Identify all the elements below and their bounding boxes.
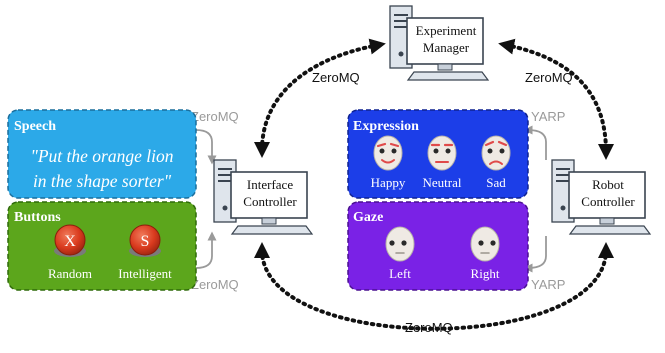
random-button[interactable]: X Random: [48, 224, 92, 281]
gaze-robot-label: YARP: [531, 277, 565, 292]
random-button-glyph: X: [64, 233, 76, 250]
robot-face-right-icon[interactable]: [470, 226, 500, 262]
robot-controller-line2: Controller: [581, 194, 635, 209]
manager-robot-link: [498, 38, 614, 160]
manager-interface-label: ZeroMQ: [312, 70, 360, 85]
gaze-right-label: Right: [471, 266, 500, 281]
robot-face-neutral-icon[interactable]: [427, 135, 457, 171]
speech-panel: Speech "Put the orange lion in the shape…: [7, 109, 197, 199]
intelligent-button[interactable]: S Intelligent: [118, 224, 172, 281]
buttons-panel: Buttons X Random S Intelligent: [7, 201, 197, 291]
intelligent-button-glyph: S: [141, 233, 150, 250]
buttons-title: Buttons: [14, 210, 61, 225]
random-button-label: Random: [48, 266, 92, 281]
speech-line1: "Put the orange lion: [31, 146, 174, 166]
robot-controller-line1: Robot: [592, 177, 624, 192]
intelligent-button-label: Intelligent: [118, 266, 172, 281]
expression-robot-label: YARP: [531, 109, 565, 124]
expression-sad-label: Sad: [486, 175, 506, 190]
manager-robot-label: ZeroMQ: [525, 70, 573, 85]
robot-controller-node: Robot Controller: [551, 159, 651, 235]
interface-controller-line1: Interface: [247, 177, 293, 192]
expression-panel: Expression Happy Neutral Sad: [347, 109, 529, 199]
manager-interface-link: [254, 38, 386, 158]
robot-face-happy-icon[interactable]: [373, 135, 403, 171]
robot-face-left-icon[interactable]: [385, 226, 415, 262]
expression-title: Expression: [353, 119, 419, 134]
experiment-manager-line2: Manager: [423, 40, 470, 55]
speech-line2: in the shape sorter": [33, 171, 172, 191]
gaze-left-label: Left: [389, 266, 411, 281]
speech-interface-label: ZeroMQ: [191, 109, 239, 124]
gaze-title: Gaze: [353, 210, 383, 225]
buttons-interface-link: [195, 231, 217, 269]
expression-robot-link: [523, 125, 547, 160]
gaze-panel: Gaze Left Right: [347, 201, 529, 291]
robot-face-sad-icon[interactable]: [481, 135, 511, 171]
expression-happy-label: Happy: [371, 175, 406, 190]
expression-neutral-label: Neutral: [423, 175, 462, 190]
experiment-manager-line1: Experiment: [416, 23, 477, 38]
speech-title: Speech: [14, 119, 56, 134]
buttons-interface-label: ZeroMQ: [191, 277, 239, 292]
gaze-robot-link: [523, 236, 547, 273]
interface-controller-node: Interface Controller: [213, 159, 313, 235]
experiment-manager-node: Experiment Manager: [389, 5, 489, 81]
interface-robot-label: ZeroMQ: [405, 320, 453, 335]
speech-interface-link: [195, 129, 217, 165]
interface-robot-link: [254, 242, 614, 331]
interface-controller-line2: Controller: [243, 194, 297, 209]
